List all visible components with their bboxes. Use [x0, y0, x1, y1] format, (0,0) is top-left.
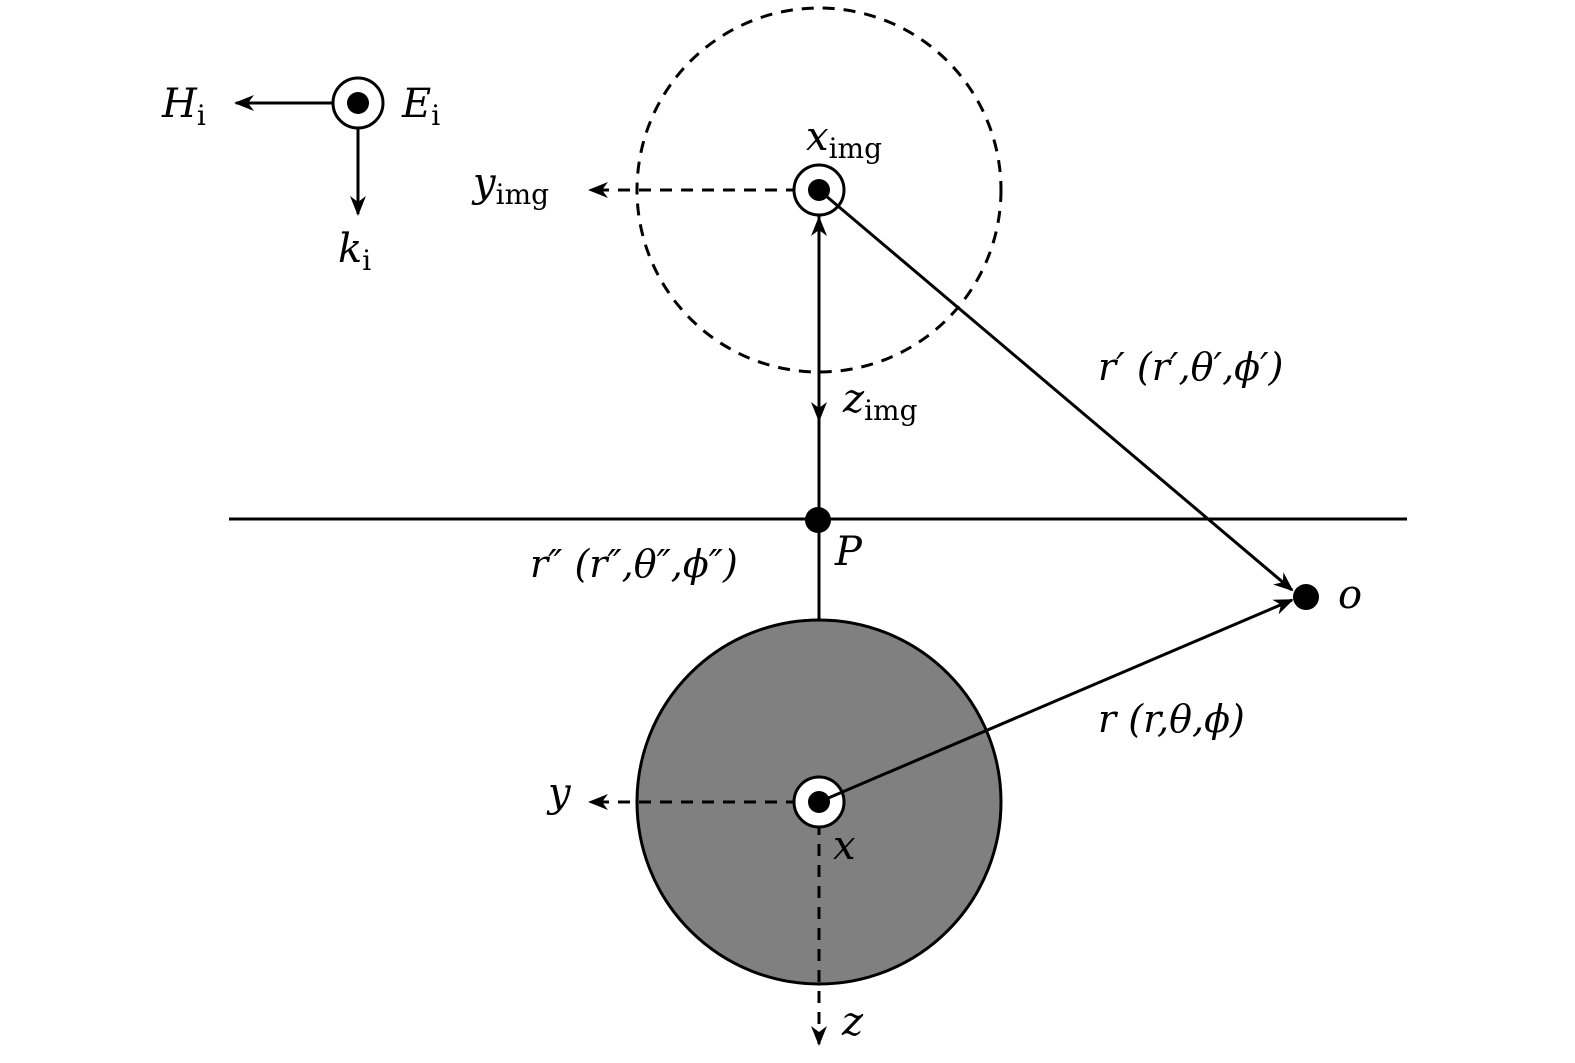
x-img-label: ximg [806, 114, 882, 165]
r-arrow [818, 598, 1294, 804]
point-p-label: P [834, 529, 863, 575]
observation-point-dot [1293, 584, 1319, 610]
sphere-frame: y x z [546, 770, 864, 1046]
k-incident-label: ki [338, 226, 371, 277]
r-double-prime-label: r″ (r″,θ″,ϕ″) [530, 542, 738, 586]
incident-field-triad: Hi Ei ki [161, 76, 440, 277]
image-frame: ximg yimg zimg [471, 6, 1003, 427]
point-p-dot [805, 507, 831, 533]
z-axis-label: z [841, 999, 864, 1045]
x-axis-label: x [833, 823, 856, 869]
r-prime-arrow [818, 188, 1294, 592]
r-prime-label: r′ (r′,θ′,ϕ′) [1098, 345, 1284, 389]
observation-point-label: o [1338, 572, 1362, 618]
e-incident-label: Ei [401, 81, 440, 132]
z-img-label: zimg [842, 376, 918, 427]
r-label: r (r,θ,ϕ) [1098, 697, 1245, 741]
h-incident-label: Hi [161, 81, 206, 132]
y-img-label: yimg [471, 160, 549, 211]
y-axis-label: y [546, 770, 572, 816]
image-sphere-outline [635, 6, 1003, 374]
e-incident-dot [347, 92, 369, 114]
